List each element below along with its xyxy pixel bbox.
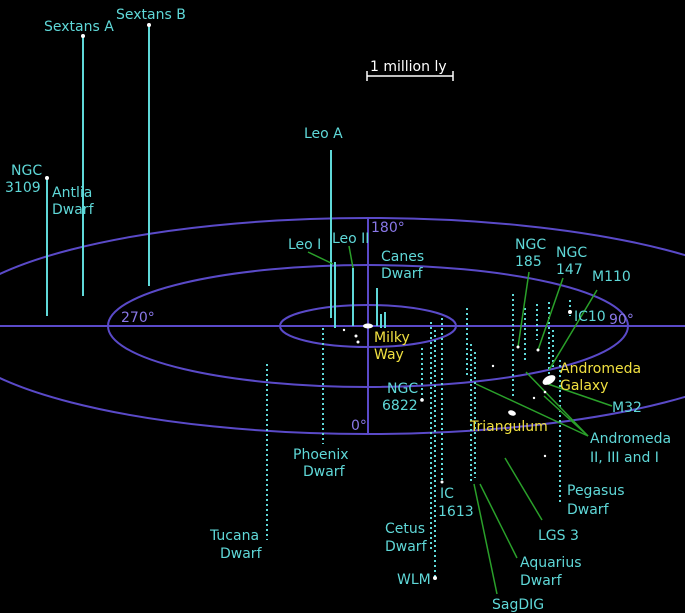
- label-pegasus-2: Dwarf: [567, 502, 610, 518]
- marker-ic1613: [440, 480, 444, 484]
- label-antlia-2: Dwarf: [52, 202, 95, 218]
- marker-milky-way: [363, 323, 373, 329]
- label-sextans-a: Sextans A: [44, 19, 114, 35]
- label-ic1613-2: 1613: [438, 504, 474, 520]
- galaxy-labels: Sextans A Sextans B NGC 3109 Antlia Dwar…: [5, 7, 671, 613]
- label-ngc3109-2: 3109: [5, 180, 41, 196]
- label-andromeda-dw-1: Andromeda: [590, 431, 671, 447]
- label-aquarius-2: Dwarf: [520, 573, 563, 589]
- stems-below: [266, 294, 571, 578]
- label-andromeda-dw-2: II, III and I: [590, 450, 659, 466]
- marker-andromeda: [542, 375, 556, 385]
- leader-lines: [307, 245, 613, 595]
- label-ngc6822-1: NGC: [387, 381, 418, 397]
- marker-triangulum: [508, 410, 516, 416]
- label-ngc185-2: 185: [515, 254, 542, 270]
- marker-ngc3109: [45, 176, 49, 180]
- label-tucana-1: Tucana: [209, 528, 259, 544]
- label-sagdig: SagDIG: [492, 597, 544, 613]
- marker-ngc147: [536, 348, 540, 352]
- label-canes-2: Dwarf: [381, 266, 424, 282]
- marker-sextans-a: [81, 34, 85, 38]
- label-lgs3: LGS 3: [538, 528, 579, 544]
- label-phoenix-2: Dwarf: [303, 464, 346, 480]
- label-90: 90°: [609, 312, 634, 328]
- label-triangulum: Triangulum: [469, 419, 548, 435]
- label-canes-1: Canes: [381, 249, 424, 265]
- distance-rings: [0, 217, 685, 435]
- label-cetus-2: Dwarf: [385, 539, 428, 555]
- label-ic10: IC10: [574, 309, 606, 325]
- label-ngc147-1: NGC: [556, 245, 587, 261]
- ring-labels: 180° 270° 90° 0°: [121, 220, 634, 434]
- label-m110: M110: [592, 269, 631, 285]
- label-aquarius-1: Aquarius: [520, 555, 581, 571]
- scale-label: 1 million ly: [370, 59, 447, 75]
- label-ic1613-1: IC: [440, 486, 454, 502]
- label-antlia-1: Antlia: [52, 185, 92, 201]
- label-270: 270°: [121, 310, 155, 326]
- marker-ic10: [568, 310, 572, 314]
- label-andromeda-2: Galaxy: [560, 378, 608, 394]
- label-leo-i: Leo I: [288, 237, 321, 253]
- label-andromeda-1: Andromeda: [560, 361, 641, 377]
- label-leo-a: Leo A: [304, 126, 343, 142]
- stems-above: [46, 25, 386, 328]
- marker-m32: [543, 390, 547, 394]
- label-tucana-2: Dwarf: [220, 546, 263, 562]
- label-cetus-1: Cetus: [385, 521, 425, 537]
- label-leo-ii: Leo II: [332, 231, 369, 247]
- marker-sextans-b: [147, 23, 151, 27]
- label-ngc185-1: NGC: [515, 237, 546, 253]
- label-phoenix-1: Phoenix: [293, 447, 349, 463]
- label-ngc6822-2: 6822: [382, 398, 418, 414]
- label-pegasus-1: Pegasus: [567, 483, 624, 499]
- scale-bar: [366, 71, 454, 81]
- label-ngc3109-1: NGC: [11, 163, 42, 179]
- label-sextans-b: Sextans B: [116, 7, 186, 23]
- label-milky-2: Way: [374, 347, 404, 363]
- marker-ngc185: [516, 345, 520, 349]
- label-milky-1: Milky: [374, 330, 410, 346]
- marker-wlm: [433, 576, 437, 580]
- label-m32: M32: [612, 400, 642, 416]
- galaxy-markers: [45, 23, 572, 580]
- label-180: 180°: [371, 220, 405, 236]
- label-ngc147-2: 147: [556, 262, 583, 278]
- label-wlm: WLM: [397, 572, 431, 588]
- marker-ngc6822: [420, 398, 424, 402]
- label-0: 0°: [351, 418, 367, 434]
